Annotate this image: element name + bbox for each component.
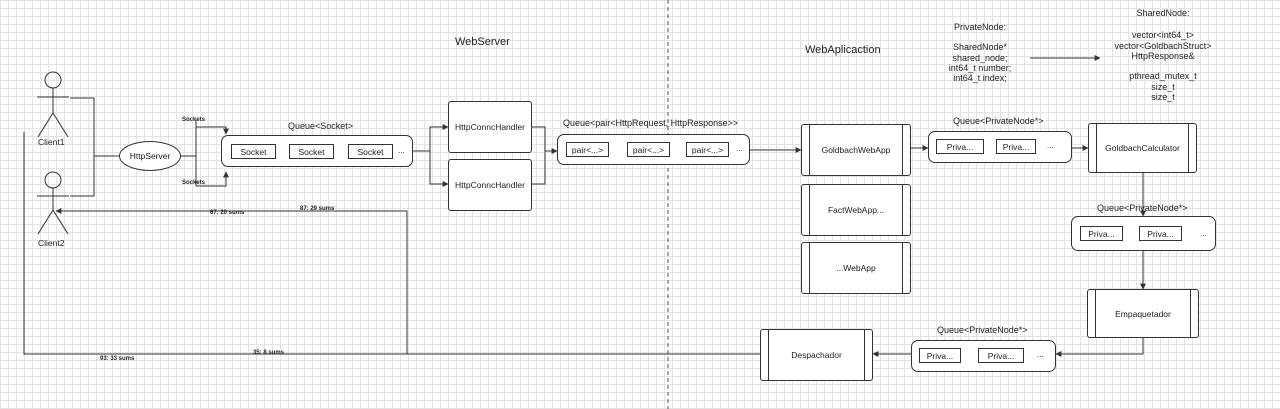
shared-node-note: SharedNode: vector<int64_t> vector<Goldb… [1106,8,1220,102]
shared-node-field: vector<GoldbachStruct> [1114,40,1212,51]
private-node-note: PrivateNode: SharedNode* shared_node; in… [944,22,1016,84]
httpserver-node[interactable]: HttpServer [119,141,181,171]
webapp-label: ...WebApp [836,263,876,273]
private-item: Priva... [1080,226,1123,241]
shared-node-field: pthread_mutex_t [1129,71,1197,82]
queue-private-1-label: Queue<PrivateNode*> [953,116,1044,126]
sockets-label-bottom: Sockets [182,180,206,186]
queue-more: ... [736,144,743,153]
queue-private-3-label: Queue<PrivateNode*> [937,325,1028,335]
private-item: Priva... [978,348,1024,363]
empaquetador[interactable]: Empaquetador [1087,289,1199,338]
queue-more: ... [1047,141,1054,150]
shared-node-gap [1106,61,1220,71]
other-webapp[interactable]: ...WebApp [801,242,911,294]
queue-pair-label: Queue<pair<HttpRequest, HttpResponse>> [563,118,739,128]
private-node-field: SharedNode* [952,42,1008,53]
private-node-field: shared_node; [952,52,1008,63]
shared-node-title: SharedNode: [1136,8,1190,18]
pair-item: pair<...> [627,142,670,157]
private-item: Priva... [1139,226,1182,241]
fact-webapp[interactable]: FactWebApp... [801,184,911,236]
calculator-label: GoldbachCalculator [1105,143,1180,153]
sockets-label-top: Sockets [182,117,206,123]
queue-private-2[interactable]: Priva... Priva... ... [1071,216,1216,251]
queue-private-2-label: Queue<PrivateNode*> [1097,203,1188,213]
webapplication-title: WebAplicaction [805,44,881,56]
queue-more: ... [1200,229,1207,238]
private-node-field: int64_t index; [953,73,1007,84]
handler-label: HttpConncHandler [455,122,525,132]
client2-figure [37,171,69,235]
private-node-field: int64_t number; [948,63,1012,74]
dispatcher-label: Despachador [791,350,842,360]
queue-private-1[interactable]: Priva... Priva... ... [928,131,1072,163]
despachador[interactable]: Despachador [760,329,873,381]
webapp-label: FactWebApp... [827,205,885,215]
queue-more: ... [398,146,405,155]
queue-socket[interactable]: Socket Socket Socket ... [221,135,413,167]
handler-label: HttpConncHandler [455,180,525,190]
http-conn-handler-2[interactable]: HttpConncHandler [448,159,532,211]
pair-item: pair<...> [566,142,609,157]
queue-socket-label: Queue<Socket> [288,121,354,131]
socket-item: Socket [348,144,393,159]
private-item: Priva... [996,139,1036,154]
queue-pair[interactable]: pair<...> pair<...> pair<...> ... [557,134,750,165]
client1-label: Client1 [38,137,65,147]
client2-label: Client2 [38,238,65,248]
http-conn-handler-1[interactable]: HttpConncHandler [448,101,532,153]
response-label: 67: 20 sums [210,210,245,216]
webapp-label: GoldbachWebApp [821,145,891,155]
pair-item: pair<...> [686,142,729,157]
shared-node-field: HttpResponse& [1131,51,1195,62]
response-label: 35: 8 sums [253,350,285,356]
goldbach-calculator[interactable]: GoldbachCalculator [1088,123,1197,173]
client1-figure [37,71,69,138]
queue-private-3[interactable]: Priva... Priva... ... [911,340,1056,372]
shared-node-field: size_t [1151,92,1175,103]
socket-item: Socket [231,144,276,159]
httpserver-label: HttpServer [129,151,171,161]
packer-label: Empaquetador [1115,308,1171,319]
shared-node-field: size_t [1151,81,1175,92]
webserver-title: WebServer [455,36,510,48]
response-label: 93: 33 sums [100,356,135,362]
response-label: 87: 29 sums [300,206,335,212]
private-item: Priva... [936,139,984,154]
queue-more: ... [1037,350,1044,359]
goldbach-webapp[interactable]: GoldbachWebApp [801,124,911,176]
shared-node-field: vector<int64_t> [1131,30,1195,41]
private-node-title: PrivateNode: [953,22,1007,32]
private-item: Priva... [919,348,961,363]
socket-item: Socket [289,144,334,159]
